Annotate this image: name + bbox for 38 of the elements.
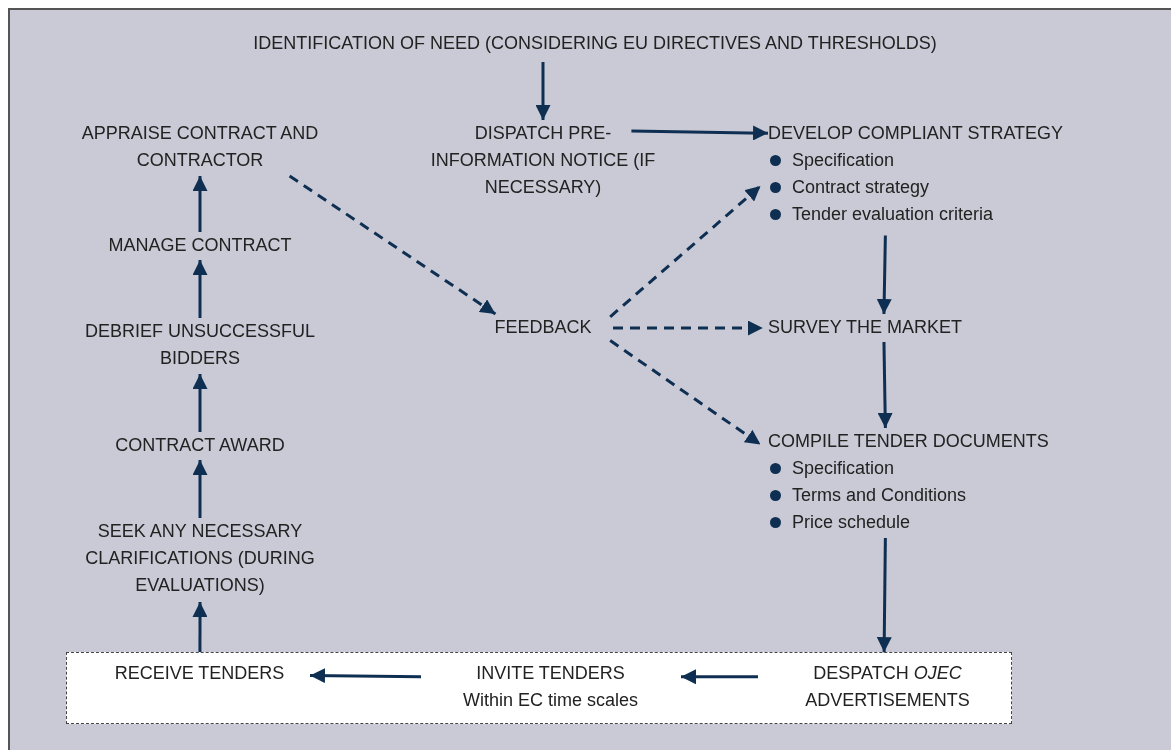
arrow [877, 341, 893, 429]
step-label: SURVEY THE MARKET [768, 316, 964, 339]
bullet-text: Terms and Conditions [792, 484, 967, 507]
bullet-text: Price schedule [792, 511, 911, 534]
step-label: DEVELOP COMPLIANT STRATEGY [768, 122, 1065, 145]
arrow [192, 260, 208, 318]
arrow [192, 460, 208, 518]
bullet-text: Specification [792, 457, 895, 480]
arrow [192, 374, 208, 432]
bullet-text: Contract strategy [792, 176, 930, 199]
arrow [192, 176, 208, 232]
step-label: DEBRIEF UNSUCCESSFUL BIDDERS [83, 320, 316, 370]
dashed-arrow [609, 184, 762, 318]
step-label: CONTRACT AWARD [114, 434, 286, 457]
bullet-text: Specification [792, 149, 895, 172]
arrow [876, 235, 892, 315]
step-label: MANAGE CONTRACT [107, 234, 293, 257]
step-label: SEEK ANY NECESSARY CLARIFICATIONS (DURING EVALUATIONS) [84, 520, 316, 597]
step-label: DISPATCH PRE-INFORMATION NOTICE (IF NECESSARY) [429, 122, 657, 199]
arrow [876, 537, 892, 653]
step-label: IDENTIFICATION OF NEED (CONSIDERING EU DIRECTIVES AND THRESHOLDS) [252, 32, 938, 55]
arrow [681, 669, 758, 685]
dashed-arrow [613, 320, 763, 336]
bullet-text: Tender evaluation criteria [792, 203, 994, 226]
step-label: COMPILE TENDER DOCUMENTS [768, 430, 1050, 453]
step-label: INVITE TENDERS [475, 661, 626, 685]
dashed-arrow [609, 339, 762, 446]
step-label: DESPATCH OJEC ADVERTISEMENTS [804, 661, 971, 712]
step-label: APPRAISE CONTRACT AND CONTRACTOR [80, 122, 320, 172]
arrow [192, 602, 208, 652]
dashed-group-box [66, 652, 1012, 724]
arrow [631, 125, 769, 141]
step-label: FEEDBACK [493, 316, 593, 339]
step-label: RECEIVE TENDERS [113, 661, 286, 685]
arrow [535, 62, 551, 120]
dashed-arrow [288, 174, 497, 316]
arrow [309, 668, 422, 684]
step-note: Within EC time scales [461, 688, 639, 712]
